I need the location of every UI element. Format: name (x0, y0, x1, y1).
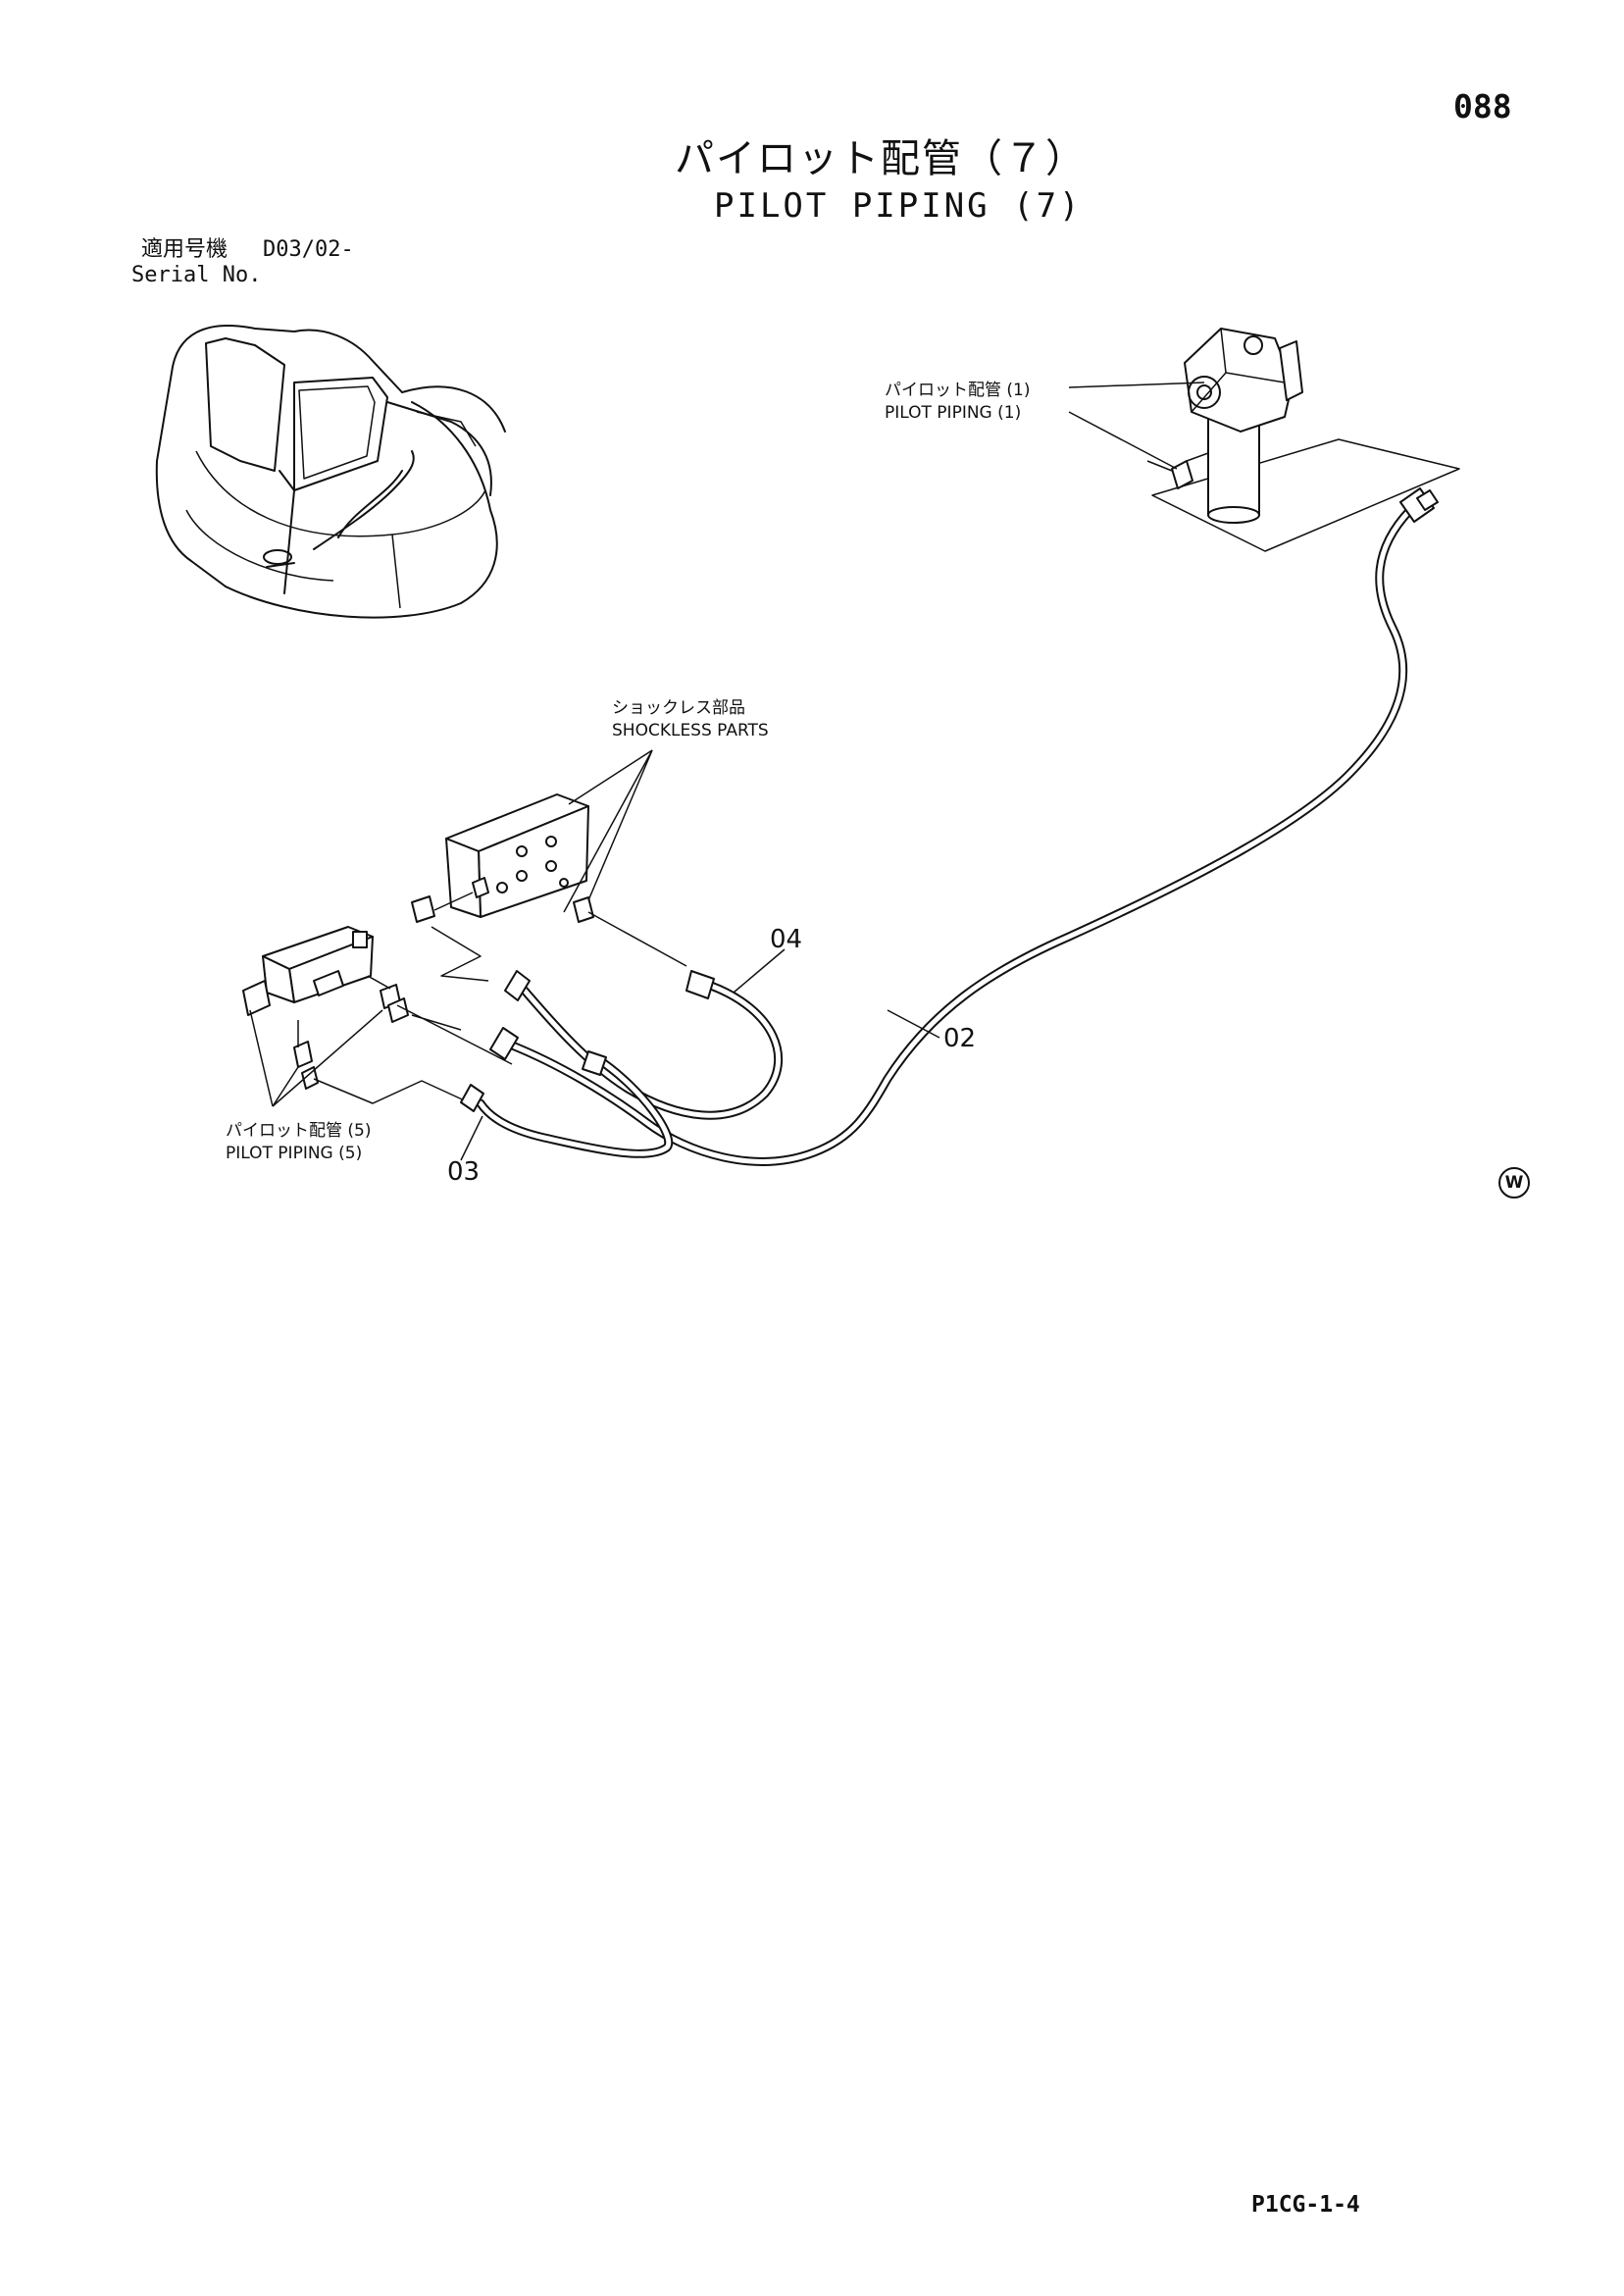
label-pilot-piping-1-english: PILOT PIPING (1) (885, 403, 1022, 423)
left-valve-assembly (242, 926, 409, 1090)
page-number: 088 (1453, 87, 1512, 126)
serial-label-english: Serial No. (131, 263, 262, 287)
callout-part-03: 03 (447, 1157, 481, 1187)
label-pilot-piping-5-japanese: パイロット配管 (5) (226, 1121, 372, 1141)
hose-02 (489, 487, 1439, 1166)
reference-code: P1CG-1-4 (1251, 2192, 1360, 2218)
label-shockless-japanese: ショックレス部品 (612, 698, 745, 718)
leader-lines (249, 382, 1205, 1161)
callout-part-02: 02 (943, 1024, 977, 1053)
serial-number-value: D03/02- (263, 237, 354, 262)
label-pilot-piping-1-japanese: パイロット配管 (1) (885, 381, 1031, 400)
page-title-japanese: パイロット配管（７） (675, 136, 1087, 181)
shockless-valve-block (411, 793, 594, 923)
w-symbol: W (1498, 1167, 1530, 1199)
pilot-valve-illustration (1151, 328, 1460, 552)
hose-03 (460, 1050, 674, 1158)
label-pilot-piping-5-english: PILOT PIPING (5) (226, 1144, 363, 1163)
label-shockless-english: SHOCKLESS PARTS (612, 721, 769, 740)
connection-lines (313, 460, 1173, 1104)
hose-04 (504, 970, 784, 1120)
page-title-english: PILOT PIPING (7) (714, 186, 1083, 226)
serial-label-japanese: 適用号機 (141, 237, 228, 262)
callout-part-04: 04 (770, 925, 803, 954)
machine-overview-illustration (155, 325, 506, 619)
